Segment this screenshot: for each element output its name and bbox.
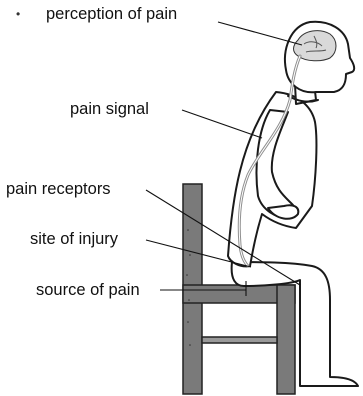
leader-signal [182, 110, 262, 138]
bullet-mark: • [16, 7, 20, 21]
label-site-of-injury: site of injury [30, 230, 118, 248]
label-source-of-pain: source of pain [36, 281, 140, 299]
label-pain-signal: pain signal [70, 100, 149, 118]
label-perception-of-pain: perception of pain [46, 5, 177, 23]
leader-perception [218, 22, 302, 45]
label-pain-receptors: pain receptors [6, 180, 111, 198]
chair-rung [202, 337, 277, 343]
chair-front-leg [277, 285, 295, 394]
